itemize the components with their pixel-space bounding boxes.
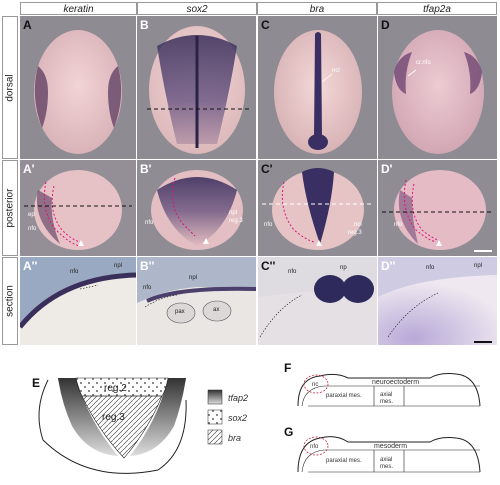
annotation-b2-nfo: nfo [143, 285, 152, 291]
panel-b1-sox2-posterior: B' nfo npl reg.3 [137, 160, 256, 256]
diagram-e-label: E [32, 376, 41, 390]
annotation-b1-reg3: reg.3 [229, 218, 243, 224]
panel-a-label: A [23, 18, 32, 32]
annotation-b2-npl: npl [189, 275, 198, 281]
panel-d1-label: D' [381, 162, 393, 176]
panel-b1-label: B' [140, 162, 152, 176]
panel-b2-label: B'' [140, 259, 155, 273]
diagram-g: G nfo mesoderm paraxial mes. axial mes. [280, 420, 496, 480]
diagram-g-nfo: nfo [310, 444, 319, 450]
embryo-b-image [147, 26, 249, 154]
panel-b2-sox2-section: B'' nfo npl pax ax [137, 257, 256, 345]
annotation-d1-nfo: nfo [394, 222, 403, 228]
panel-c-bra-dorsal: C ncl [258, 16, 377, 159]
annotation-c1-nfo: nfo [264, 222, 273, 228]
row-header-posterior: posterior [2, 160, 18, 256]
row-header-posterior-text: posterior [4, 188, 16, 228]
diagram-g-label: G [284, 425, 293, 439]
diagram-g-svg: G nfo mesoderm paraxial mes. axial mes. [284, 425, 481, 473]
annotation-d2-npl: npl [474, 263, 483, 269]
diagram-e-svg: reg.2 reg.3 tfap2 sox2 bra [38, 377, 248, 474]
annotation-c1-reg3: reg.3 [348, 230, 362, 236]
embryo-b1-image [151, 170, 243, 250]
annotation-c2-np: np [340, 265, 347, 271]
column-header-bra: bra [257, 2, 377, 15]
annotation-c2-nfo: nfo [288, 269, 297, 275]
row-header-section: section [2, 257, 18, 345]
section-d2-image [378, 275, 497, 345]
panel-a1-keratin-posterior: A' ep nfo [20, 160, 136, 256]
annotation-d2-nfo: nfo [426, 265, 435, 271]
column-header-sox2: sox2 [137, 2, 257, 15]
column-header-tfap2a: tfap2a [377, 2, 497, 15]
row-header-dorsal: dorsal [2, 16, 18, 159]
column-header-keratin: keratin [20, 2, 137, 15]
legend-sox2: sox2 [228, 413, 247, 423]
section-a2-image [20, 272, 136, 345]
section-b2-image [137, 286, 256, 345]
embryo-c-image [274, 30, 362, 154]
panel-c2-label: C'' [261, 259, 276, 273]
embryo-c1-image [262, 168, 374, 250]
annotation-d-crnfo: cr.nfo [416, 60, 431, 66]
diagram-f-label: F [284, 361, 291, 375]
panel-d-label: D [381, 18, 390, 32]
diagram-f-neuroectoderm: neuroectoderm [372, 379, 419, 386]
diagram-f-axial: axial [380, 392, 392, 398]
row-header-section-text: section [4, 285, 16, 317]
annotation-b2-pax: pax [175, 309, 185, 315]
panel-d-tfap2a-dorsal: D cr.nfo [378, 16, 497, 159]
diagram-f-nc: nc [312, 382, 318, 388]
panel-d2-label: D'' [381, 259, 396, 273]
diagram-f-paraxial: paraxial mes. [326, 393, 362, 399]
annotation-b1-nfo: nfo [145, 220, 154, 226]
panel-b-sox2-dorsal: B [137, 16, 256, 159]
annotation-b1-npl: npl [229, 210, 238, 216]
panel-a2-label: A'' [23, 259, 38, 273]
panel-c-label: C [261, 18, 270, 32]
panel-a1-label: A' [23, 162, 35, 176]
legend-tfap2: tfap2 [228, 393, 248, 403]
annotation-b2-ax: ax [213, 307, 220, 313]
annotation-a2-npl: npl [114, 263, 123, 269]
embryo-d-image [392, 30, 484, 154]
diagram-g-mesoderm: mesoderm [374, 443, 407, 450]
region-reg3: reg.3 [102, 412, 125, 423]
panel-d2-tfap2a-section: D'' nfo npl [378, 257, 497, 345]
diagram-g-axial: axial [380, 457, 392, 463]
annotation-c-ncl: ncl [332, 68, 340, 74]
row-header-dorsal-text: dorsal [4, 73, 16, 102]
diagram-e: E reg.2 reg.3 tfap2 sox2 bra [18, 360, 268, 480]
panel-b-label: B [140, 18, 149, 32]
panel-a2-keratin-section: A'' nfo npl [20, 257, 136, 345]
diagram-f-svg: F nc neuroectoderm paraxial mes. axial m… [284, 361, 481, 407]
panel-a-keratin-dorsal: A [20, 16, 136, 159]
panel-d1-tfap2a-posterior: D' nfo [378, 160, 497, 256]
region-reg2: reg.2 [104, 383, 127, 394]
panel-c2-bra-section: C'' nfo np [258, 257, 377, 345]
diagram-g-paraxial: paraxial mes. [326, 458, 362, 464]
legend-bra: bra [228, 433, 241, 443]
diagram-f-mes: mes. [380, 399, 393, 405]
panel-c1-label: C' [261, 162, 273, 176]
embryo-a1-image [24, 170, 132, 250]
annotation-a1-nfo: nfo [28, 226, 37, 232]
annotation-c1-ncl: ncl [354, 222, 362, 228]
annotation-a2-nfo: nfo [70, 269, 79, 275]
diagram-g-mes: mes. [380, 464, 393, 470]
embryo-d1-image [382, 170, 494, 252]
diagram-f: F nc neuroectoderm paraxial mes. axial m… [280, 356, 496, 416]
panel-c1-bra-posterior: C' nfo ncl reg.3 [258, 160, 377, 256]
embryo-a-image [34, 30, 122, 154]
annotation-a1-ep: ep [28, 212, 35, 218]
section-c2-image [258, 275, 377, 345]
